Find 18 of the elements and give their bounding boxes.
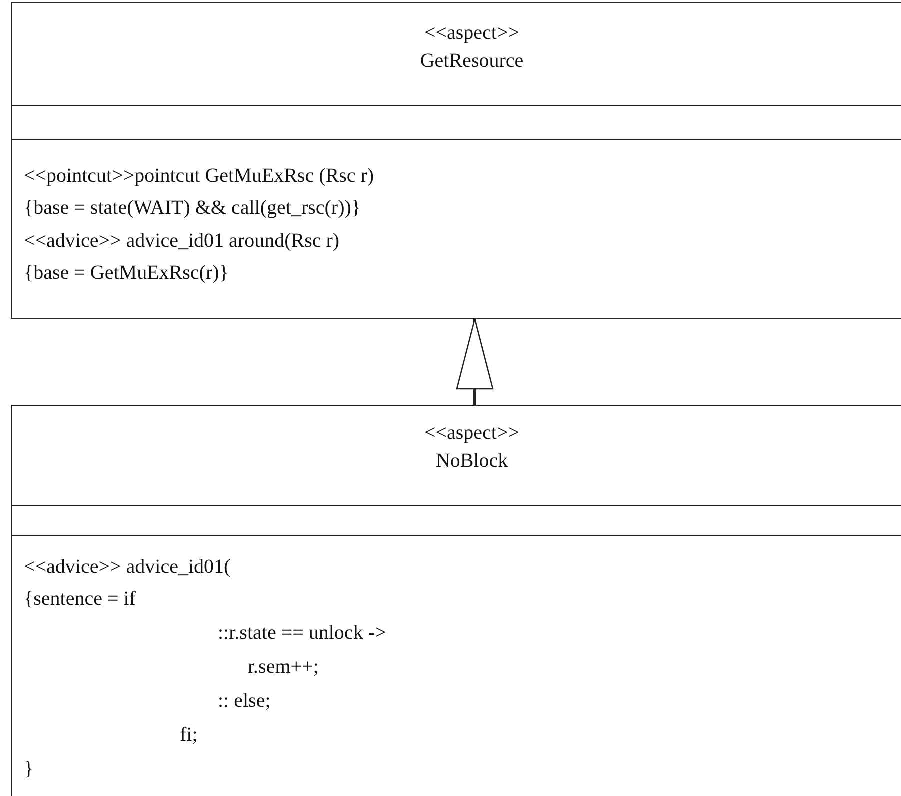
code-line: {sentence = if bbox=[24, 587, 136, 611]
code-line: {base = GetMuExRsc(r)} bbox=[24, 261, 229, 285]
class-name: NoBlock bbox=[434, 449, 510, 473]
code-line: ::r.state == unlock -> bbox=[218, 621, 386, 645]
stereotype-label: <<aspect>> bbox=[423, 21, 521, 45]
code-line: <<advice>> advice_id01( bbox=[24, 555, 231, 579]
class-name: GetResource bbox=[419, 49, 525, 73]
code-line: fi; bbox=[180, 723, 198, 747]
class-box bbox=[11, 405, 901, 796]
stereotype-label: <<aspect>> bbox=[423, 421, 521, 445]
code-line: r.sem++; bbox=[248, 655, 319, 679]
code-line: :: else; bbox=[218, 689, 271, 713]
code-line: } bbox=[24, 757, 34, 781]
code-line: <<advice>> advice_id01 around(Rsc r) bbox=[24, 229, 340, 253]
class-box bbox=[11, 2, 901, 319]
inheritance-arrow bbox=[456, 318, 494, 405]
code-line: <<pointcut>>pointcut GetMuExRsc (Rsc r) bbox=[24, 164, 374, 188]
code-line: {base = state(WAIT) && call(get_rsc(r))} bbox=[24, 196, 362, 220]
